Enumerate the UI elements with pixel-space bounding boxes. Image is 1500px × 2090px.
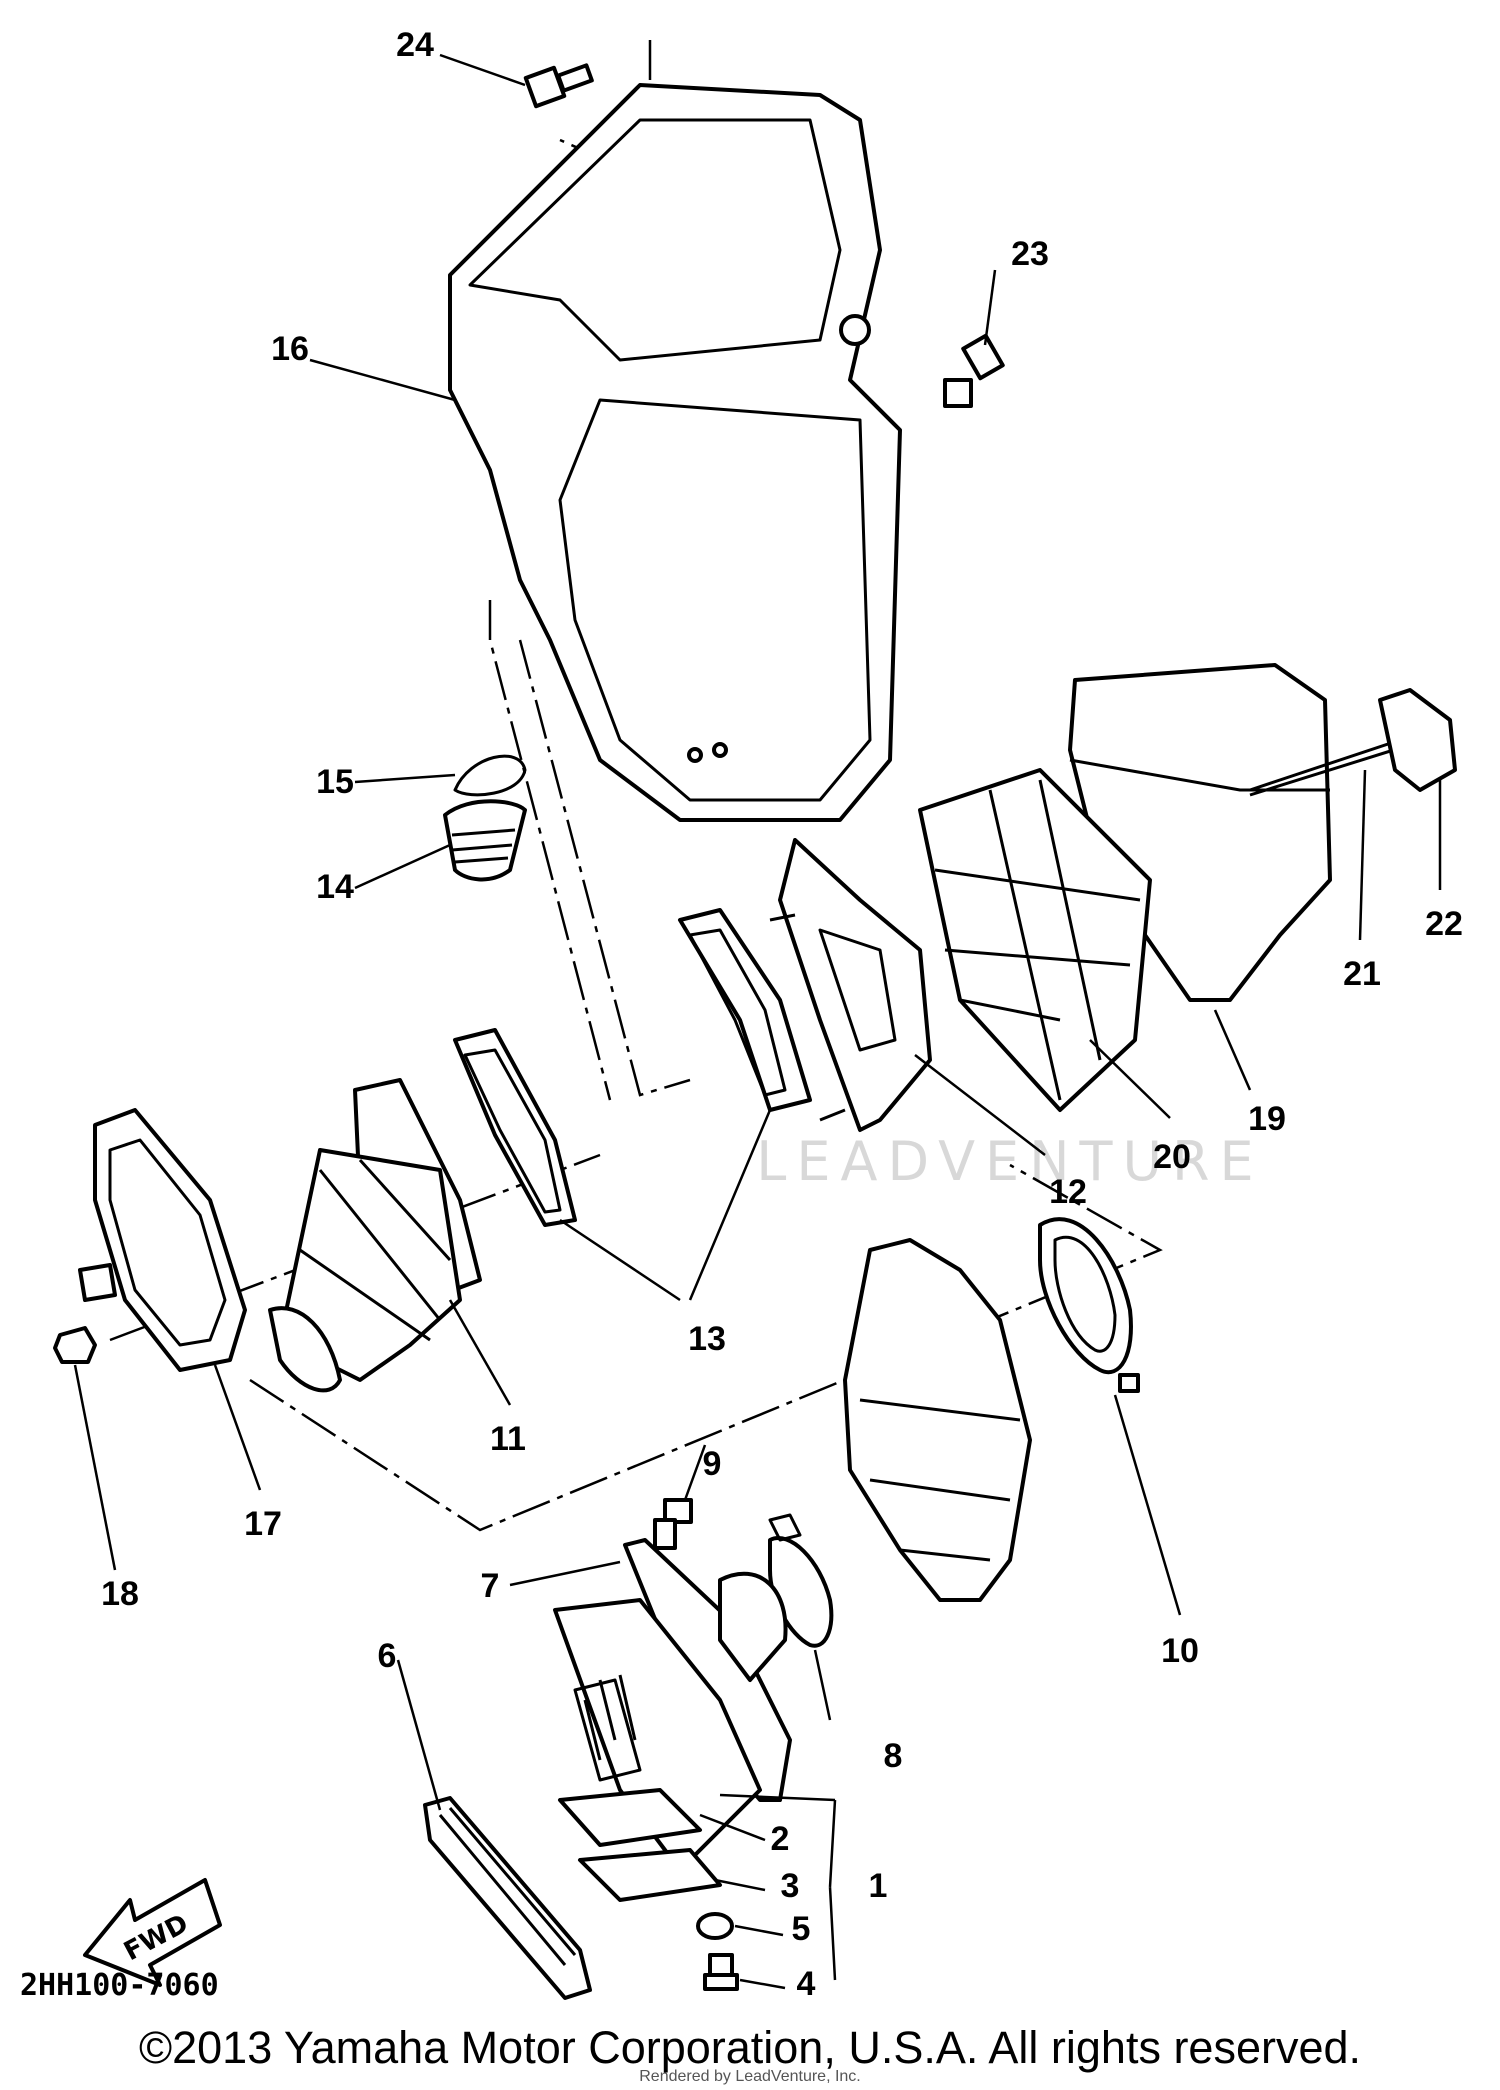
callout-9: 9 (703, 1445, 722, 1483)
carburetor-part (843, 1238, 1032, 1602)
callout-14: 14 (316, 868, 354, 906)
clip-15-part (453, 754, 527, 797)
screw-4-part (703, 1953, 739, 1991)
callout-5: 5 (792, 1910, 811, 1948)
leader-lines (73, 53, 1442, 1990)
gasket-6-part (423, 1796, 592, 2000)
clamp-10-part (1038, 1217, 1140, 1393)
callout-4: 4 (797, 1965, 816, 2003)
watermark-text: LEADVENTURE (756, 1130, 1263, 1193)
callout-3: 3 (781, 1867, 800, 1905)
callout-8: 8 (884, 1737, 903, 1775)
reed-valve-1-part (553, 1538, 792, 1872)
callout-19: 19 (1248, 1100, 1286, 1138)
callout-18: 18 (101, 1575, 139, 1613)
plate-17-part (78, 1108, 247, 1372)
bolt-21-part (1249, 738, 1401, 797)
nut-18-part (53, 1326, 97, 1364)
drawing-number: 2HH100-7060 (20, 1968, 219, 2003)
rendered-by-note: Rendered by LeadVenture, Inc. (639, 2068, 861, 2085)
grommet-14-part (443, 799, 527, 882)
joint-12-part (769, 838, 932, 1132)
reed-2-part (558, 1788, 702, 1847)
callout-24: 24 (396, 26, 434, 64)
air-box-part (448, 83, 902, 822)
callout-20: 20 (1153, 1138, 1191, 1176)
wing-nut-22-part (1378, 688, 1457, 792)
callout-1: 1 (869, 1867, 888, 1905)
callout-12: 12 (1049, 1173, 1087, 1211)
callout-16: 16 (271, 330, 309, 368)
callout-2: 2 (771, 1820, 790, 1858)
callout-22: 22 (1425, 905, 1463, 943)
callout-10: 10 (1161, 1632, 1199, 1670)
gasket-13-part (453, 908, 812, 1227)
callout-11: 11 (490, 1420, 526, 1458)
screw-9-part (653, 1498, 693, 1550)
callout-21: 21 (1343, 955, 1381, 993)
callout-6: 6 (378, 1637, 397, 1675)
callout-15: 15 (316, 763, 354, 801)
stopper-3-part (578, 1848, 722, 1902)
filter-guide-20-part (918, 768, 1152, 1112)
callout-labels: 24 23 16 15 14 12 13 20 19 21 22 11 17 1… (101, 26, 1463, 2003)
bolt-24-part (523, 63, 594, 109)
washer-5-part (696, 1912, 734, 1940)
callout-23: 23 (1011, 235, 1049, 273)
copyright-notice: ©2013 Yamaha Motor Corporation, U.S.A. A… (138, 2022, 1362, 2073)
callout-17: 17 (244, 1505, 282, 1543)
callout-13: 13 (688, 1320, 726, 1358)
manifold-11-part (268, 1078, 482, 1393)
bolt-23-part (943, 333, 1005, 408)
callout-7: 7 (481, 1567, 500, 1605)
